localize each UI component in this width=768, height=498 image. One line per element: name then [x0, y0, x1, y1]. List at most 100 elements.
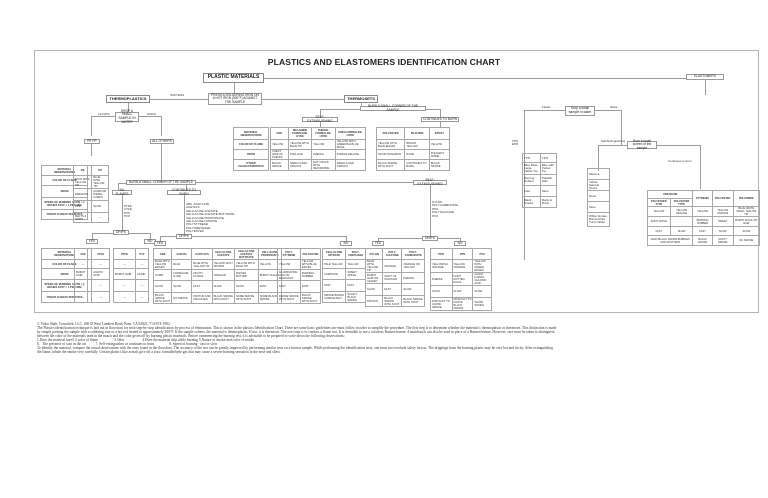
- table-cell: BLACK SMOKE WITH SOOT: [152, 292, 173, 304]
- table-cell: PUNGENT AMINE: [428, 149, 451, 160]
- drop-water-node: DROP A SMALL SAMPLE IN WATER: [115, 109, 139, 123]
- column-header: POLY-CARBONATE: [401, 248, 425, 260]
- table-cell: FISH-LIKE: [287, 149, 313, 160]
- table-cell: YELLOW WITH SPARKS: [211, 259, 235, 270]
- table-cell: Slow: [587, 201, 610, 213]
- plastic-materials-node: PLASTIC MATERIALS: [203, 73, 264, 83]
- footer-paragraph-1: The Plastics identification technique is…: [37, 326, 557, 338]
- table-cell: —: [91, 291, 110, 303]
- copyright-line: © Vishu Shah, Consultek, LLC, 460-D West…: [37, 322, 170, 326]
- table-cell: SLOW: [364, 283, 384, 296]
- table-cell: FAST: [72, 200, 93, 213]
- row-label: ODOR: [233, 149, 269, 160]
- connector: [92, 233, 93, 239]
- connector: [161, 144, 162, 180]
- connector: [160, 236, 161, 241]
- connector: [657, 145, 700, 146]
- table-cell: ACETIC ACID: [91, 268, 110, 280]
- table-cell: SWELLS AND CRACKS: [334, 159, 367, 171]
- table-cell: PHENOL: [430, 272, 453, 286]
- connector: [262, 99, 344, 100]
- connector: [161, 116, 162, 136]
- table-cell: YELLOW WITH BLUE EDGES: [375, 139, 406, 150]
- column-header: POLY-URETHANE: [345, 248, 366, 260]
- table-cell: BURNT WOOL OR HAIR: [732, 216, 761, 227]
- table-cell: SLOW: [211, 280, 235, 293]
- column-header: ACETAL: [171, 248, 193, 260]
- table-cell: FROTHS AND CRACKLES: [191, 292, 213, 304]
- connector: [196, 182, 416, 183]
- group-header: URETHANE: [646, 190, 694, 199]
- table-cell: SOME SMOKE WITH SOOT: [233, 292, 259, 304]
- table-cell: BLUE WITH YELLOW TIP: [91, 175, 109, 189]
- no-node: NO: [340, 241, 352, 246]
- table-cell: YELLOW-ORANGE: [451, 259, 474, 273]
- table-cell: PARAFFIN: [72, 188, 93, 201]
- footer-notes: © Vishu Shah, Consultek, LLC, 460-D West…: [37, 322, 557, 354]
- column-header: EPOXY: [428, 127, 451, 140]
- connector: [91, 116, 115, 117]
- self-extinguishing-thermoset-node: SELF-EXTINGUISHING: [302, 115, 338, 122]
- table-cell: ACRID: [135, 268, 149, 280]
- table-cell: FAST: [382, 283, 403, 296]
- table-cell: YELLOW WITH BLUE TIP: [287, 139, 313, 150]
- table-cell: ILLUMINATING GAS OR MARIGOLD: [277, 269, 301, 281]
- column-header: STYRENIC: [692, 190, 713, 207]
- yes-node: YES: [154, 241, 166, 246]
- table-cell: YELLOW WITH GREEN EDGES: [472, 259, 492, 273]
- continues-thermoset-node: CONTINUES TO BURN: [421, 117, 459, 122]
- table-cell: SLOW: [233, 280, 259, 293]
- table-cell: YELLOW ORANGE: [669, 206, 694, 217]
- elastomers-node: ELASTOMERS: [686, 74, 724, 80]
- table-cell: FAST: [692, 226, 713, 236]
- thermosets-node: THERMOSETS: [344, 95, 378, 103]
- table-cell: —: [73, 291, 93, 303]
- table-cell: BRIGHT YELLOW: [404, 139, 430, 150]
- burn-corner-node: BURN A SMALL CORNER OF THE SAMPLE: [126, 180, 196, 185]
- table-cell: DIFFICULT TO IGNITE BLACK SMOKE: [451, 297, 474, 311]
- connector: [118, 183, 126, 184]
- table-cell: FAST: [345, 279, 366, 292]
- table-cell: Burning Rubber: [522, 174, 541, 186]
- table-cell: BLUE WITH YELLOW TIP: [191, 259, 213, 270]
- table-cell: Silicone: [587, 168, 610, 180]
- column-header: POLYAMIDE: [732, 190, 761, 207]
- sinks-label-elastomer: Sinks: [610, 105, 618, 109]
- table-cell: BLACK SMOKE WITH SOOT: [401, 295, 425, 307]
- column-header: PPS: [451, 248, 474, 260]
- table-cell: —: [73, 259, 93, 269]
- table-cell: Melts & Drips: [539, 196, 558, 208]
- table-cell: Paraffin Wax: [539, 174, 558, 186]
- connector: [92, 233, 113, 234]
- connector: [139, 116, 161, 117]
- table-cell: BLUE WHITE SMALL YELLOW TIP: [732, 206, 761, 217]
- no-flame-materials-list: PTFE CTFE PVF PVP: [124, 204, 132, 219]
- table-cell: BLACK SMOKE WITH SOOT: [375, 159, 406, 171]
- burn-corner-thermoset-node: BURN A SMALL CORNER OF THE SAMPLE: [360, 104, 426, 111]
- table-cell: YELLOW WITH GREENISH BLUE EDGE: [334, 139, 367, 150]
- tpo-epr-label: TPO EPR: [512, 139, 519, 147]
- table-cell: NO SMOKE: [171, 292, 193, 304]
- table-cell: YELLOW: [311, 139, 336, 150]
- table-cell: YELLOW WITH BLUE EDGES: [299, 259, 322, 270]
- table-cell: FORMALDE-HYDE: [171, 269, 193, 281]
- table-cell: YELLOW: [277, 259, 301, 270]
- table-cell: PALE YELLOW: [321, 259, 347, 269]
- table-cell: TPO: [522, 153, 541, 163]
- connector: [122, 195, 123, 231]
- table-cell: —: [112, 259, 137, 269]
- column-header: PTFE: [112, 248, 137, 260]
- table-cell: ACRID OR DIESEL FUMES: [91, 188, 109, 201]
- table-cell: TPO: [539, 153, 558, 163]
- column-header: PVF: [135, 248, 149, 260]
- drips-node: DRIPS: [176, 234, 192, 239]
- table-cell: FAST: [299, 280, 322, 293]
- elastomer-self-ext-table: Silicone Yellow Sample Glows None Slow W…: [587, 168, 610, 227]
- connector: [438, 238, 460, 239]
- connector: [186, 185, 187, 191]
- table-cell: PHENOL: [401, 272, 425, 284]
